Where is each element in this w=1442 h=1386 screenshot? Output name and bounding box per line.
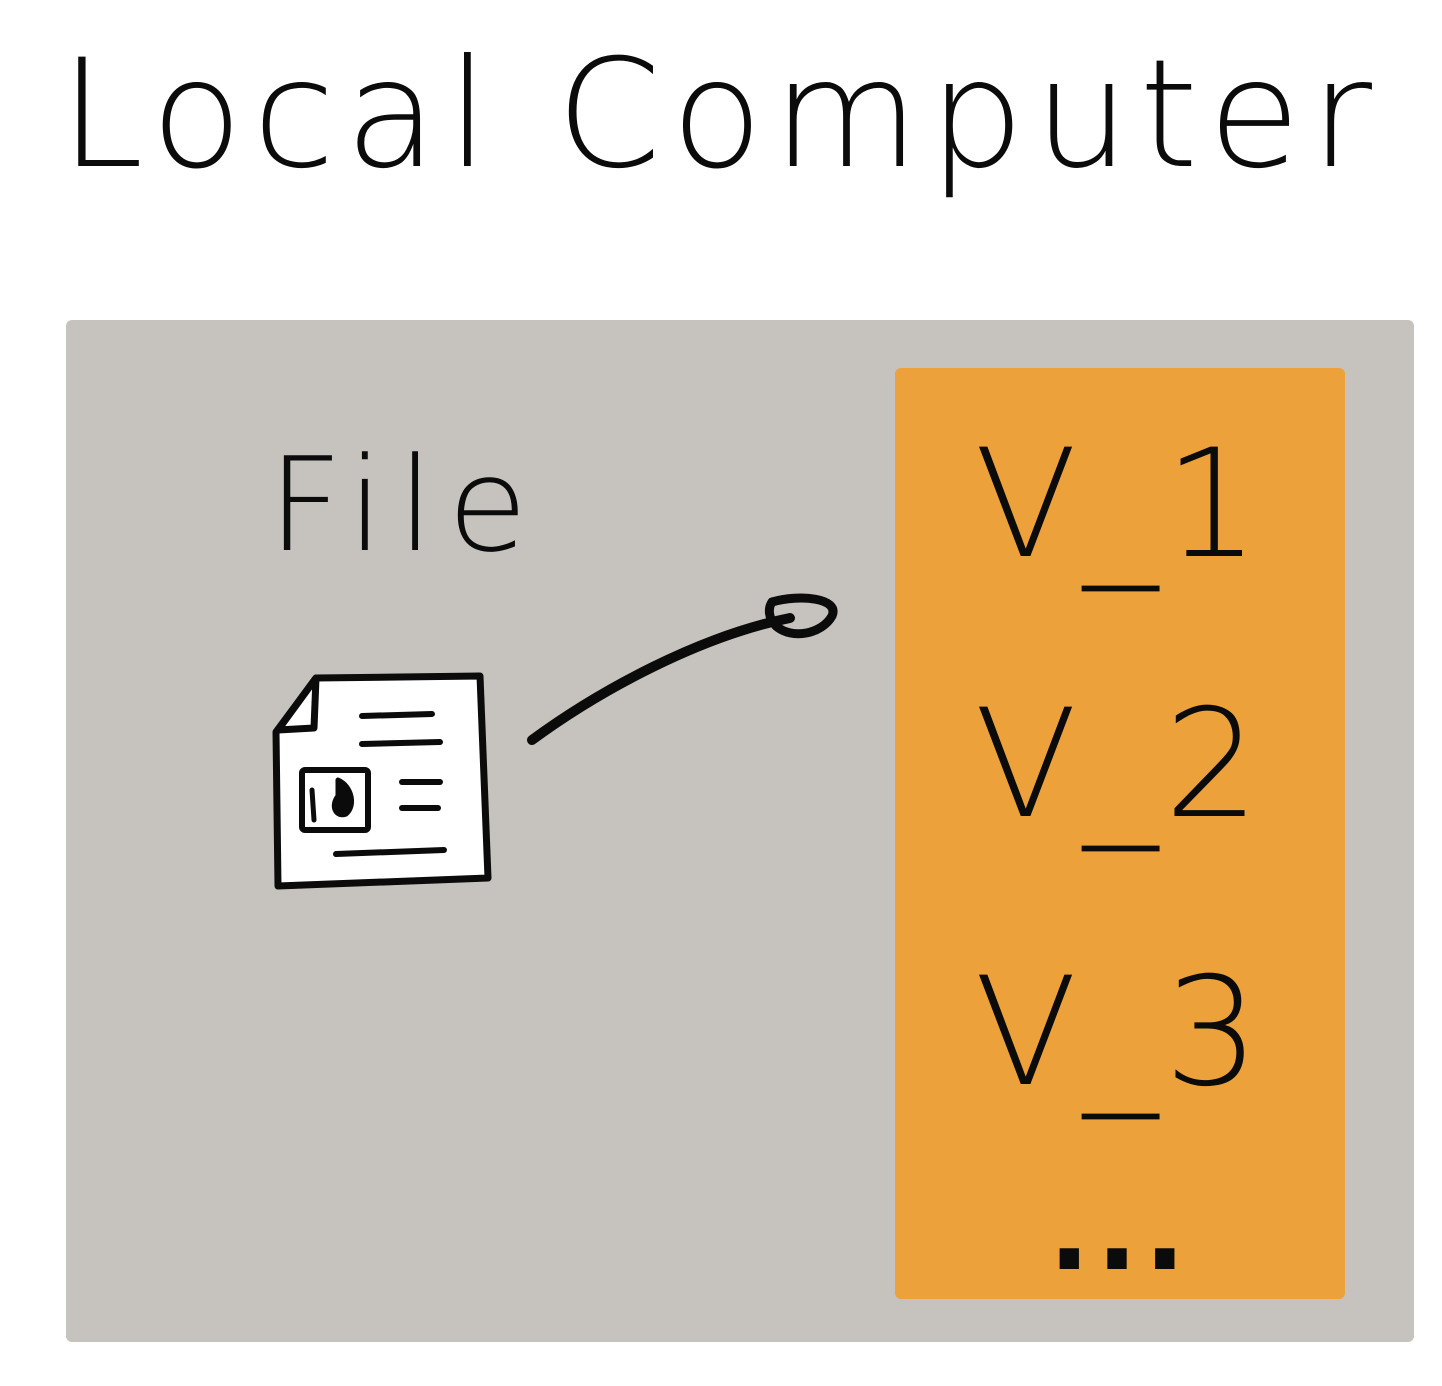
document-icon bbox=[272, 672, 492, 890]
file-label: File bbox=[268, 429, 542, 581]
more-versions-ellipsis: ... bbox=[1048, 1167, 1192, 1295]
versions-box: V_1 V_2 V_3 ... bbox=[895, 368, 1345, 1299]
version-3: V_3 bbox=[974, 946, 1266, 1120]
diagram-title: Local Computer bbox=[59, 28, 1383, 202]
version-2: V_2 bbox=[974, 678, 1266, 852]
version-1: V_1 bbox=[974, 418, 1266, 592]
arrow-icon bbox=[527, 593, 838, 745]
